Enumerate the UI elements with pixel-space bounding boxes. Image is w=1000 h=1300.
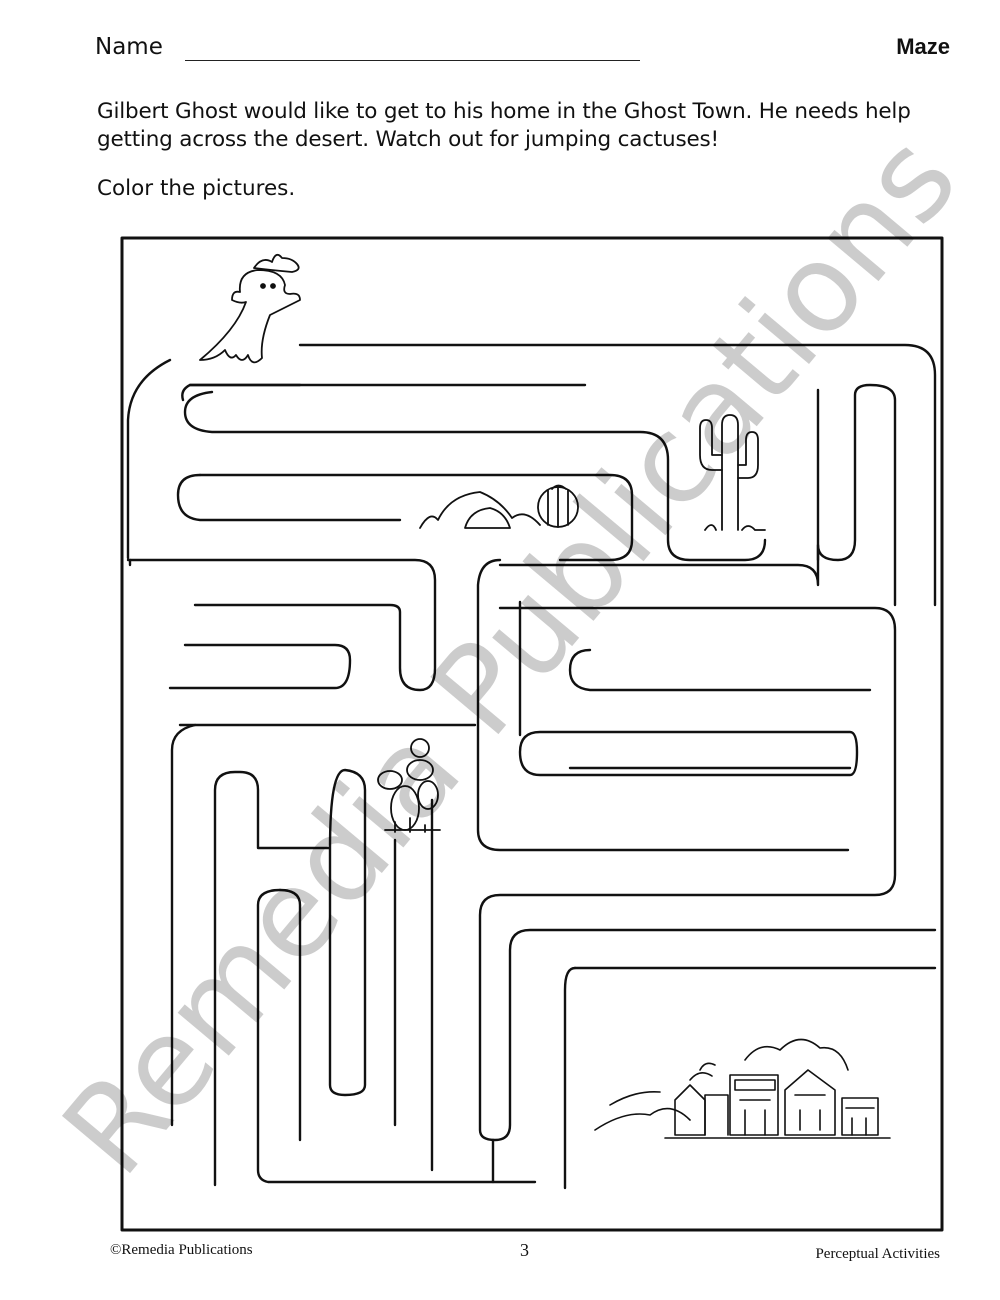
instructions-paragraph: Gilbert Ghost would like to get to his h… bbox=[97, 99, 911, 152]
ghost-icon bbox=[199, 253, 301, 364]
name-write-line[interactable] bbox=[185, 60, 640, 61]
ghost-town-icon bbox=[594, 1038, 891, 1139]
footer-copyright: ©Remedia Publications bbox=[110, 1242, 253, 1258]
maze-border bbox=[120, 236, 944, 1232]
footer-page-number: 3 bbox=[520, 1240, 529, 1260]
page-title: Maze bbox=[896, 34, 950, 59]
name-label: Name bbox=[95, 34, 163, 60]
prickly-pear-cactus-icon bbox=[377, 738, 441, 833]
color-prompt: Color the pictures. bbox=[97, 176, 296, 201]
barrel-cactus-icon bbox=[419, 484, 579, 529]
footer-book-title: Perceptual Activities bbox=[815, 1246, 940, 1262]
saguaro-cactus-icon bbox=[699, 414, 766, 531]
maze-walls bbox=[126, 343, 937, 1190]
